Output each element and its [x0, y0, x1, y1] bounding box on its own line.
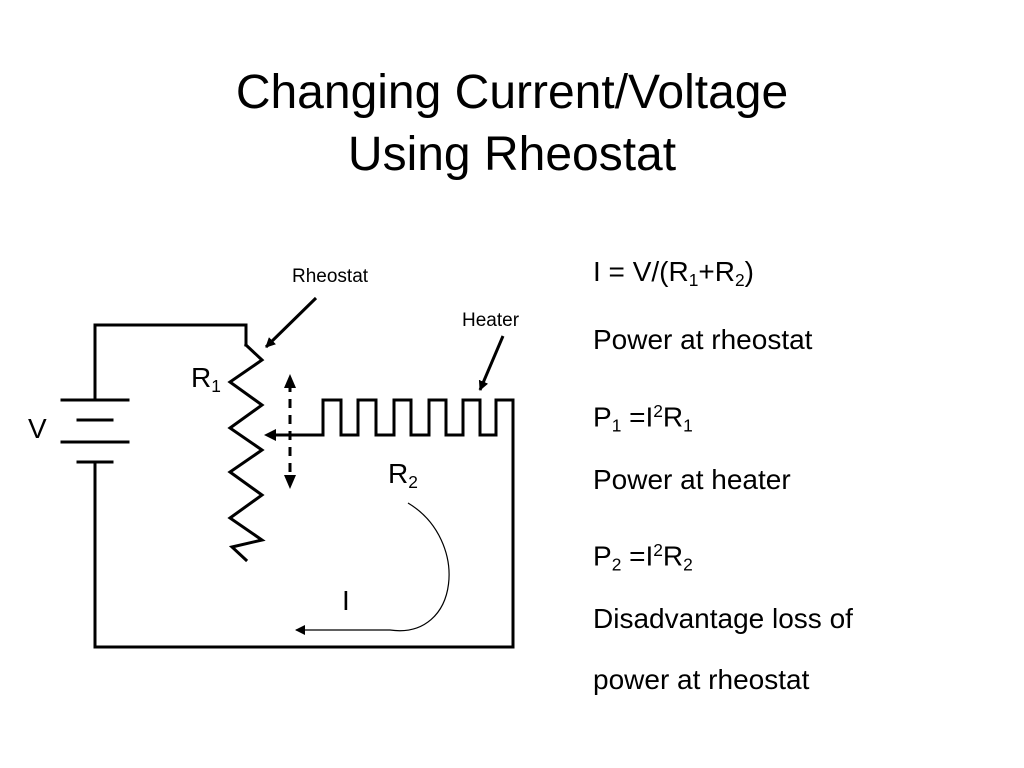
disadvantage-text-line-2: power at rheostat	[593, 664, 810, 695]
disadvantage-text-line-1: Disadvantage loss of	[593, 603, 853, 634]
p1-main: P	[593, 401, 612, 433]
current-label: I	[342, 585, 350, 616]
p1-r-subscript: 1	[683, 415, 693, 436]
p2-equals-i: =I	[621, 540, 654, 572]
current-equation-sub-2: 2	[734, 269, 745, 290]
current-equation-part-b: +R	[698, 256, 735, 287]
p1-r: R	[662, 401, 684, 433]
r2-label: R2	[388, 458, 418, 493]
bottom-wire	[93, 398, 515, 649]
rheostat-pointer-arrow	[264, 296, 318, 349]
p2-r-subscript: 2	[683, 554, 693, 575]
current-equation-part-c: )	[744, 256, 754, 287]
slide-title-line-2: Using Rheostat	[347, 128, 677, 181]
p2-r: R	[662, 540, 684, 572]
heater-label: Heater	[462, 310, 520, 331]
adjust-arrow-up-icon	[284, 374, 296, 388]
top-left-wire	[93, 323, 248, 400]
slide-title: Changing Current/Voltage Using Rheostat	[0, 62, 1024, 186]
current-equation-sub-1: 1	[688, 269, 699, 290]
adjust-arrow-down-icon	[284, 475, 296, 489]
r1-label-subscript: 1	[211, 375, 221, 396]
p1-subscript: 1	[611, 415, 622, 436]
rheostat-label: Rheostat	[292, 266, 369, 287]
p1-equals-i: =I	[621, 401, 654, 433]
power-at-heater-text: Power at heater	[593, 464, 791, 495]
p1-superscript: 2	[653, 401, 663, 421]
wiper-arrow-icon	[264, 429, 276, 441]
power-at-rheostat-text: Power at rheostat	[593, 324, 813, 355]
r2-label-subscript: 2	[408, 471, 418, 492]
heater-element	[321, 398, 515, 437]
p2-subscript: 2	[611, 554, 622, 575]
heater-power-equation: P2 =I2R2	[593, 533, 693, 581]
r1-label: R1	[191, 362, 221, 397]
current-direction-arrow	[295, 502, 450, 635]
current-equation: I = V/(R1+R2)	[593, 255, 754, 297]
rheostat-power-equation: P1 =I2R1	[593, 394, 693, 442]
current-equation-part-a: I = V/(R	[593, 256, 689, 287]
heater-pointer-arrow	[478, 335, 505, 391]
voltage-label: V	[28, 413, 47, 444]
r1-label-main: R	[191, 362, 212, 393]
p2-main: P	[593, 540, 612, 572]
slide-title-line-1: Changing Current/Voltage	[235, 66, 789, 119]
rheostat-resistor	[227, 342, 266, 563]
r2-label-main: R	[388, 458, 409, 489]
p2-superscript: 2	[653, 540, 663, 560]
